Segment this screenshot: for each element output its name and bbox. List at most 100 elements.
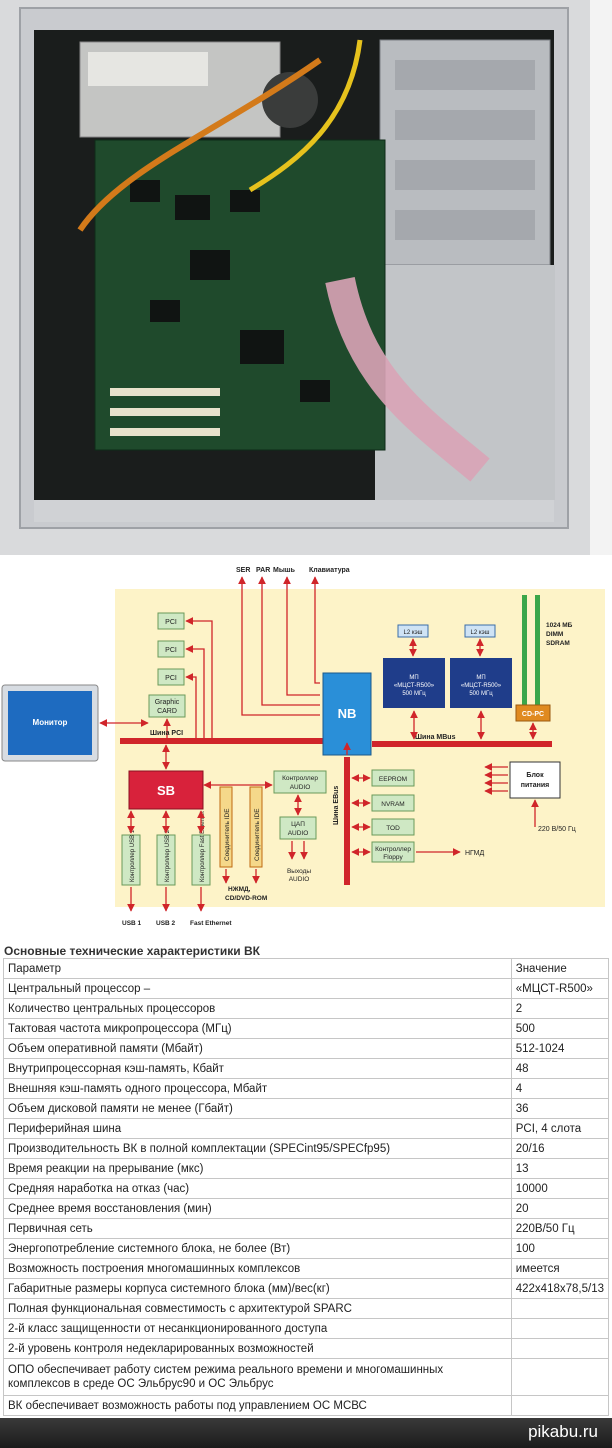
footer-bar: pikabu.ru: [0, 1418, 612, 1448]
pci-slot-3: PCI: [165, 675, 177, 682]
floppy-ctrl-line1: Контроллер: [375, 846, 411, 853]
spec-value-cell: 422x418x78,5/13: [510, 1278, 610, 1299]
eeprom-label: EEPROM: [379, 776, 407, 783]
spec-param-cell: Первичная сеть: [3, 1218, 512, 1239]
pikabu-brand[interactable]: pikabu.ru: [528, 1422, 598, 1441]
spec-value-cell: 4: [510, 1078, 610, 1099]
spec-param-cell: Средняя наработка на отказ (час): [3, 1178, 512, 1199]
spec-param-cell: Время реакции на прерывание (мкс): [3, 1158, 512, 1179]
ide-devices-line2: CD/DVD-ROM: [225, 895, 267, 902]
monitor-label: Монитор: [33, 718, 68, 727]
spec-value-cell: 220В/50 Гц: [510, 1218, 610, 1239]
top-label-mouse: Мышь: [273, 567, 296, 574]
spec-param-cell: Параметр: [3, 958, 512, 979]
memory-line1: 1024 МБ: [546, 622, 573, 629]
ngmd-label: НГМД: [465, 850, 485, 857]
spec-param-cell: Возможность построения многомашинных ком…: [3, 1258, 512, 1279]
spec-value-cell: 2: [510, 998, 610, 1019]
architecture-block-diagram: SER PAR Мышь Клавиатура Монитор PCI PCI …: [0, 555, 612, 940]
spec-value-cell: [510, 1358, 610, 1396]
spec-value-cell: имеется: [510, 1258, 610, 1279]
power-input-label: 220 В/50 Гц: [538, 826, 576, 833]
spec-row: Среднее время восстановления (мин)20: [3, 1198, 610, 1219]
top-label-keyboard: Клавиатура: [309, 567, 350, 574]
cpu2-line1: МП: [476, 675, 485, 681]
power-line1: Блок: [526, 772, 544, 779]
memory-line2: DIMM: [546, 631, 563, 638]
spec-value-cell: [510, 1298, 610, 1319]
spec-value-cell: «МЦСТ-R500»: [510, 978, 610, 999]
spec-value-cell: 512-1024: [510, 1038, 610, 1059]
dac-line2: AUDIO: [288, 830, 309, 837]
spec-value-cell: PCI, 4 слота: [510, 1118, 610, 1139]
nb-label: NB: [338, 706, 357, 721]
power-line2: питания: [521, 782, 549, 789]
spec-value-cell: [510, 1318, 610, 1339]
spec-row: Энергопотребление системного блока, не б…: [3, 1238, 610, 1259]
spec-param-cell: Объем оперативной памяти (Мбайт): [3, 1038, 512, 1059]
spec-param-cell: Объем дисковой памяти не менее (Гбайт): [3, 1098, 512, 1119]
ide-connector-1: Соединитель IDE: [224, 808, 231, 861]
audio-out-line1: Выходы: [287, 868, 311, 875]
cpu1-line1: МП: [409, 675, 418, 681]
spec-param-cell: 2-й класс защищенности от несанкциониров…: [3, 1318, 512, 1339]
floppy-ctrl-line2: Floppy: [383, 854, 403, 861]
usb1-ctrl: Контроллер USB 1: [130, 829, 136, 882]
ethernet-ctrl: Контроллер Fast Ethernet: [200, 811, 206, 882]
spec-param-cell: Тактовая частота микропроцессора (МГц): [3, 1018, 512, 1039]
spec-row: Габаритные размеры корпуса системного бл…: [3, 1278, 610, 1299]
dac-line1: ЦАП: [291, 821, 305, 828]
cpu2-line3: 500 МГц: [469, 691, 493, 697]
spec-row: Центральный процессор –«МЦСТ-R500»: [3, 978, 610, 999]
spec-row: 2-й класс защищенности от несанкциониров…: [3, 1318, 610, 1339]
spec-param-cell: 2-й уровень контроля недекларированных в…: [3, 1338, 512, 1359]
cpu2-cache: L2 кэш: [471, 630, 490, 636]
spec-row: Производительность ВК в полной комплекта…: [3, 1138, 610, 1159]
spec-row: Возможность построения многомашинных ком…: [3, 1258, 610, 1279]
spec-param-cell: Количество центральных процессоров: [3, 998, 512, 1019]
spec-row: Полная функциональная совместимость с ар…: [3, 1298, 610, 1319]
spec-row: Время реакции на прерывание (мкс)13: [3, 1158, 610, 1179]
spec-value-cell: 48: [510, 1058, 610, 1079]
spec-param-cell: ВК обеспечивает возможность работы под у…: [3, 1395, 512, 1416]
spec-value-cell: 36: [510, 1098, 610, 1119]
ide-devices-line1: НЖМД,: [228, 886, 251, 893]
spec-row: Средняя наработка на отказ (час)10000: [3, 1178, 610, 1199]
cpu1-cache: L2 кэш: [404, 630, 423, 636]
spec-table-title: Основные технические характеристики ВК: [4, 944, 260, 958]
spec-value-cell: 10000: [510, 1178, 610, 1199]
sb-label: SB: [157, 783, 175, 798]
spec-value-cell: Значение: [510, 958, 610, 979]
bus-pci-label: Шина PCI: [150, 730, 183, 737]
cpu1-line3: 500 МГц: [402, 691, 426, 697]
spec-row: Объем дисковой памяти не менее (Гбайт)36: [3, 1098, 610, 1119]
spec-value-cell: 20/16: [510, 1138, 610, 1159]
spec-value-cell: 13: [510, 1158, 610, 1179]
spec-param-cell: Производительность ВК в полной комплекта…: [3, 1138, 512, 1159]
spec-param-cell: Внутрипроцессорная кэш-память, Кбайт: [3, 1058, 512, 1079]
spec-param-cell: Энергопотребление системного блока, не б…: [3, 1238, 512, 1259]
spec-row: Внешняя кэш-память одного процессора, Мб…: [3, 1078, 610, 1099]
usb2-ctrl: Контроллер USB 2: [165, 829, 171, 882]
spec-param-cell: Центральный процессор –: [3, 978, 512, 999]
nvram-label: NVRAM: [381, 801, 404, 808]
computer-case-photo: [0, 0, 612, 555]
spec-row: ВК обеспечивает возможность работы под у…: [3, 1395, 610, 1416]
audio-ctrl-line1: Контроллер: [282, 775, 318, 782]
memory-line3: SDRAM: [546, 640, 570, 647]
audio-ctrl-line2: AUDIO: [290, 784, 311, 791]
cpu2-line2: «МЦСТ-R500»: [461, 683, 502, 689]
spec-value-cell: 500: [510, 1018, 610, 1039]
pci-slot-2: PCI: [165, 647, 177, 654]
cdpc-label: CD-PC: [522, 711, 544, 718]
cpu1-line2: «МЦСТ-R500»: [394, 683, 435, 689]
bottom-label-usb2: USB 2: [156, 920, 176, 927]
bus-ebus-label: Шина EBus: [333, 786, 340, 825]
tod-label: TOD: [386, 825, 400, 832]
spec-row: 2-й уровень контроля недекларированных в…: [3, 1338, 610, 1359]
audio-out-line2: AUDIO: [289, 876, 310, 883]
